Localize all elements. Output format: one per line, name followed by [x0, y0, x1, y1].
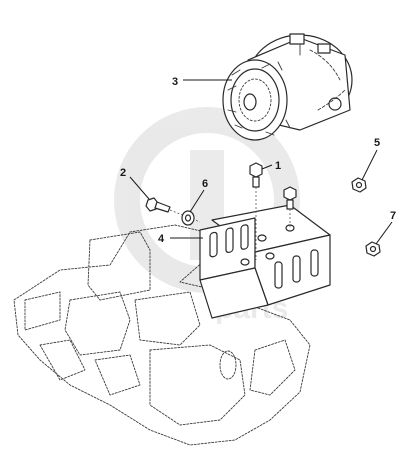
bolt-2	[145, 197, 201, 223]
mounting-bracket	[199, 204, 331, 319]
washer-6	[181, 210, 195, 226]
callout-5: 5	[374, 137, 380, 149]
callout-1: 1	[275, 160, 281, 172]
callout-2: 2	[120, 167, 126, 179]
callout-3: 3	[172, 76, 178, 88]
bolt-secondary	[283, 186, 297, 228]
nut-7	[365, 241, 381, 257]
nut-5	[351, 177, 367, 193]
callout-7: 7	[390, 210, 396, 222]
leader-lines	[129, 79, 393, 245]
engine-frame	[13, 224, 311, 446]
bolt-1	[249, 162, 263, 260]
callout-6: 6	[202, 178, 208, 190]
compressor	[222, 33, 353, 141]
callout-4: 4	[158, 233, 165, 245]
